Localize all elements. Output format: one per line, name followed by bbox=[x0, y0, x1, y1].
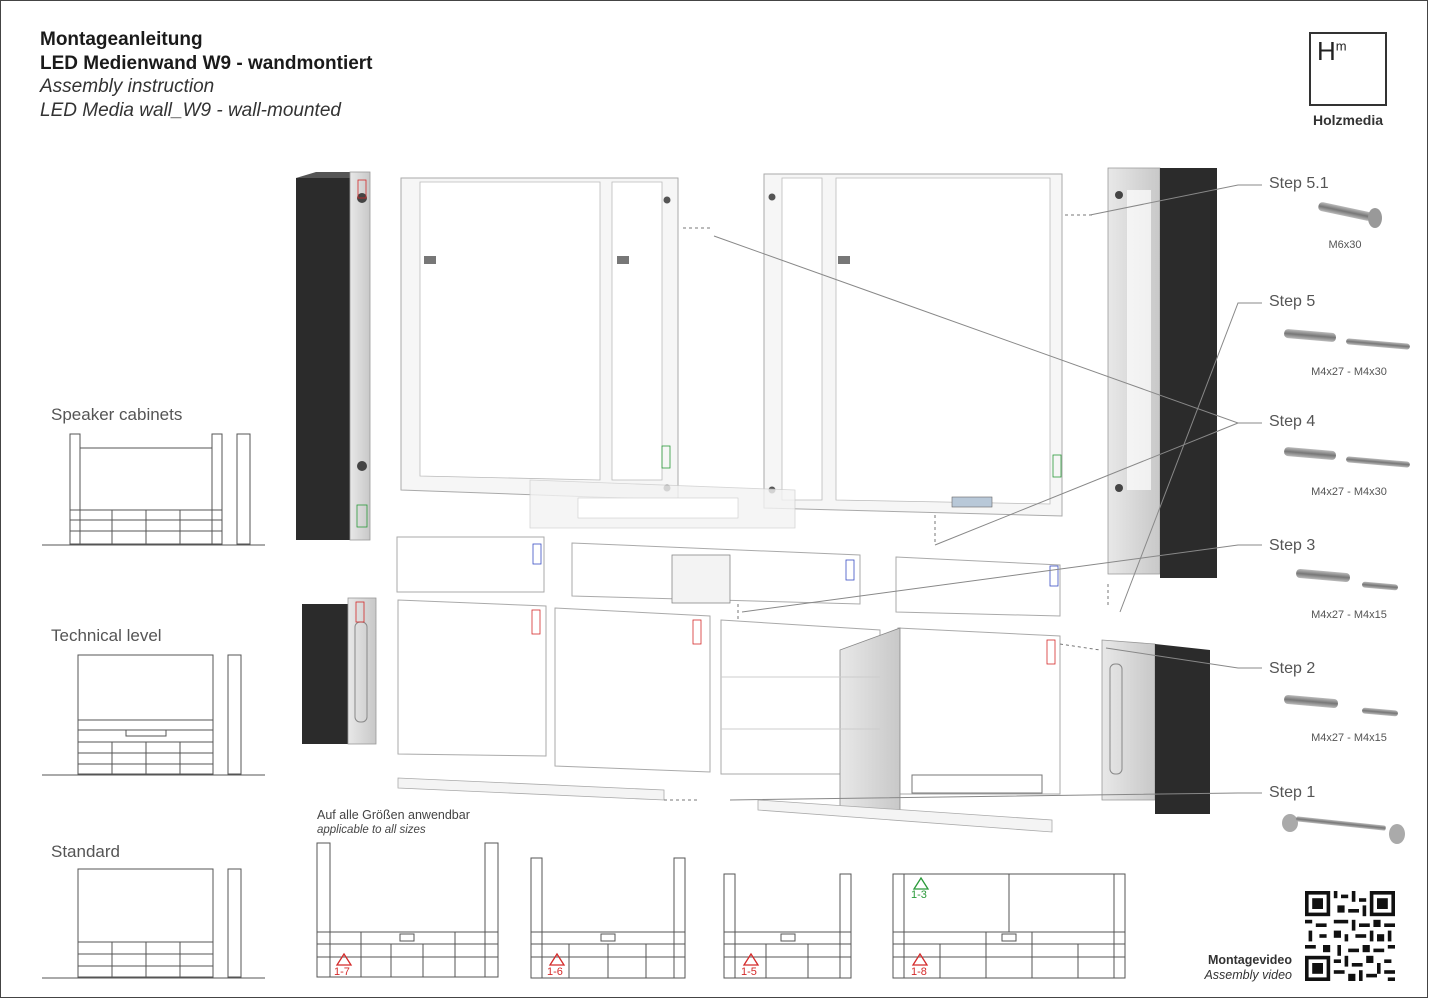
size-marker-4-top: 1-3 bbox=[911, 889, 927, 901]
size-marker-2: 1-6 bbox=[547, 966, 563, 978]
sizes-note-en: applicable to all sizes bbox=[317, 824, 426, 836]
step-4-label: Step 4 bbox=[1269, 413, 1316, 430]
screw-label-step-5-1: M6x30 bbox=[1328, 239, 1362, 251]
warning-triangle-icons bbox=[335, 876, 930, 966]
step-5-label: Step 5 bbox=[1269, 293, 1316, 310]
exploded-view bbox=[296, 167, 1262, 833]
screw-icons bbox=[1282, 202, 1410, 844]
variant-speaker-label: Speaker cabinets bbox=[51, 405, 183, 424]
thumb-standard bbox=[42, 868, 265, 979]
thumb-technical bbox=[42, 654, 265, 776]
holzmedia-logo: Hm bbox=[1309, 32, 1387, 106]
title-de-line-1: Montageanleitung bbox=[40, 29, 203, 50]
size-variant-1 bbox=[316, 842, 499, 978]
sizes-note: Auf alle Größen anwendbar applicable to … bbox=[317, 808, 470, 838]
screw-label-step-2: M4x27 - M4x15 bbox=[1311, 732, 1387, 744]
size-marker-3: 1-5 bbox=[741, 966, 757, 978]
screw-label-step-5: M4x27 - M4x30 bbox=[1311, 366, 1387, 378]
thumb-speaker bbox=[42, 433, 265, 546]
size-variant-2 bbox=[530, 857, 686, 979]
logo-glyph: Hm bbox=[1317, 36, 1347, 66]
video-label-en: Assembly video bbox=[1204, 968, 1292, 982]
size-marker-1: 1-7 bbox=[334, 966, 350, 978]
title-block: Montageanleitung LED Medienwand W9 - wan… bbox=[40, 28, 373, 122]
brand-name: Holzmedia bbox=[1312, 112, 1383, 128]
video-label-de: Montagevideo bbox=[1207, 953, 1292, 967]
step-5-1-label: Step 5.1 bbox=[1269, 175, 1329, 192]
variant-technical-label: Technical level bbox=[51, 626, 162, 645]
screw-label-step-3: M4x27 - M4x15 bbox=[1311, 609, 1387, 621]
title-en-line-2: LED Media wall_W9 - wall-mounted bbox=[40, 99, 341, 121]
step-1-label: Step 1 bbox=[1269, 784, 1316, 801]
title-de-line-2: LED Medienwand W9 - wandmontiert bbox=[40, 52, 373, 74]
size-variant-4 bbox=[892, 873, 1126, 979]
qr-code[interactable] bbox=[1305, 891, 1395, 981]
step-2-label: Step 2 bbox=[1269, 660, 1316, 677]
variant-standard-label: Standard bbox=[51, 842, 120, 861]
sizes-note-de: Auf alle Größen anwendbar bbox=[317, 808, 470, 822]
assembly-video-label[interactable]: Montagevideo Assembly video bbox=[1168, 953, 1292, 983]
screw-label-step-4: M4x27 - M4x30 bbox=[1311, 486, 1387, 498]
size-variant-3 bbox=[723, 873, 852, 979]
size-marker-4: 1-8 bbox=[911, 966, 927, 978]
step-3-label: Step 3 bbox=[1269, 537, 1316, 554]
title-en-line-1: Assembly instruction bbox=[40, 76, 215, 97]
